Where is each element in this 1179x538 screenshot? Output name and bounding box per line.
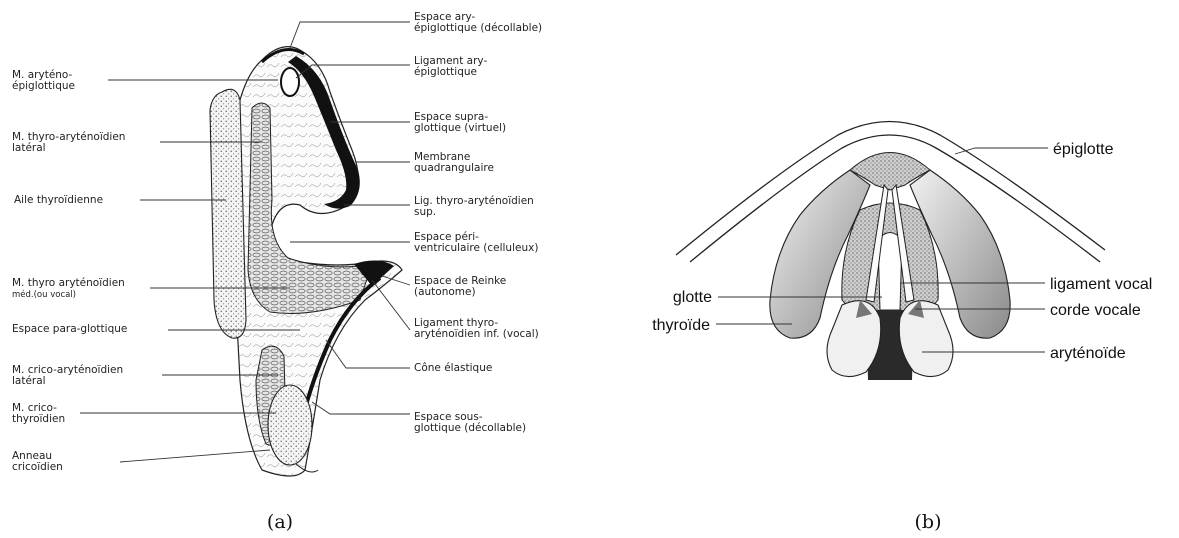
label-corde-vocale: corde vocale	[1050, 302, 1141, 319]
label-m-crico-aryt-lateral: M. crico-aryténoïdien latéral	[12, 364, 127, 387]
label-espace-supra-glottique: Espace supra- glottique (virtuel)	[414, 111, 506, 134]
label-m-crico-thyroidien: M. crico- thyroïdien	[12, 402, 65, 425]
label-espace-de-reinke: Espace de Reinke (autonome)	[414, 275, 510, 298]
panel-b-drawing	[676, 122, 1105, 381]
label-ligament-ary-epiglottique: Ligament ary- épiglottique	[414, 55, 491, 78]
label-espace-sous-glottique: Espace sous- glottique (décollable)	[414, 411, 526, 434]
label-ligament-thyro-aryt-inf: Ligament thyro- aryténoïdien inf. (vocal…	[414, 317, 539, 340]
label-epiglotte: épiglotte	[1053, 141, 1114, 158]
label-anneau-cricoidien: Anneau cricoïdien	[12, 450, 63, 473]
label-espace-ary-epiglottique: Espace ary- épiglottique (décollable)	[414, 11, 542, 34]
label-espace-peri-ventriculaire: Espace péri- ventriculaire (celluleux)	[414, 231, 538, 254]
panel-a-drawing	[210, 47, 402, 476]
thyroid-wing-cartilage	[210, 89, 246, 338]
label-glotte: glotte	[673, 289, 712, 306]
panel-a-right-labels: Espace ary- épiglottique (décollable) Li…	[414, 11, 542, 434]
label-espace-para-glottique: Espace para-glottique	[12, 323, 127, 335]
label-aile-thyroidienne: Aile thyroïdienne	[14, 194, 103, 206]
label-m-thyro-aryt-med: M. thyro aryténoïdien méd.(ou vocal)	[12, 277, 128, 300]
label-m-thyro-aryt-lateral: M. thyro-aryténoïdien latéral	[12, 131, 129, 154]
caption-b: (b)	[915, 511, 942, 533]
label-m-aryteno-epiglottique: M. aryténo- épiglottique	[12, 69, 76, 92]
label-cone-elastique: Cône élastique	[414, 362, 492, 374]
ary-epiglottic-ligament-oval	[281, 68, 299, 96]
label-arytenoide: aryténoïde	[1050, 345, 1126, 362]
cricoid-ring-cartilage	[268, 385, 312, 465]
caption-a: (a)	[267, 511, 293, 533]
label-thyroide: thyroïde	[652, 317, 710, 334]
panel-a-left-labels: M. aryténo- épiglottique M. thyro-arytén…	[12, 69, 129, 473]
label-ligament-vocal: ligament vocal	[1050, 276, 1152, 293]
label-membrane-quadrangulaire: Membrane quadrangulaire	[414, 151, 494, 174]
label-lig-thyro-aryt-sup: Lig. thyro-aryténoïdien sup.	[414, 195, 537, 218]
